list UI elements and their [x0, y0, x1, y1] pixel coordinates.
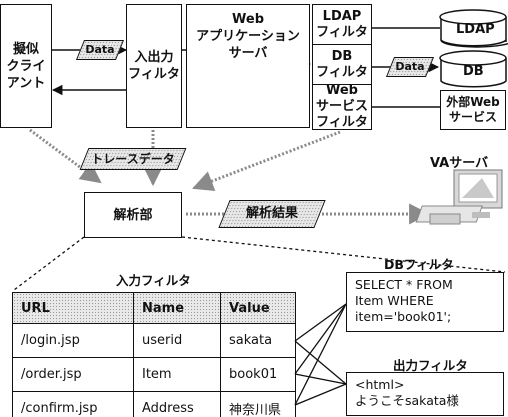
db-label: DB: [463, 64, 484, 79]
zoom-line-right: [181, 236, 506, 273]
cell-name: Address: [133, 391, 221, 417]
input-filter-table: URL Name Value /login.jsp userid sakata …: [12, 292, 296, 417]
pseudo-client-box: 擬似 クライ アント: [0, 4, 52, 128]
ldap-cylinder-icon: [439, 9, 508, 48]
analyzer-label: 解析部: [113, 207, 153, 223]
db-filter-label: DB フィルタ: [316, 49, 368, 80]
table-header-row: URL Name Value: [12, 292, 296, 324]
cell-value: 神奈川県: [220, 391, 296, 417]
data-flow-tag: Data: [75, 40, 125, 60]
ws-filter-box: Web サービス フィルタ: [312, 83, 372, 130]
web-app-server-label: Web アプリケーション サーバ: [196, 12, 300, 61]
trace-arrow-filters: [192, 130, 341, 192]
analysis-result-label: 解析結果: [245, 206, 298, 221]
cell-url: /login.jsp: [12, 323, 134, 358]
pseudo-client-label: 擬似 クライ アント: [6, 41, 46, 91]
trace-arrow-client: [29, 128, 102, 184]
external-web-service-box: 外部Web サービス: [440, 90, 506, 130]
link-book-db: [294, 303, 347, 375]
table-row: /confirm.jsp Address 神奈川県: [12, 391, 296, 417]
io-filter-label: 入出力 フィルタ: [128, 50, 180, 82]
zoom-line-left: [13, 236, 85, 291]
header-url: URL: [12, 292, 134, 324]
cell-url: /confirm.jsp: [12, 391, 134, 417]
external-web-service-label: 外部Web サービス: [446, 95, 500, 124]
link-kanagawa-db: [294, 303, 347, 406]
table-row: /login.jsp userid sakata: [12, 323, 296, 358]
data-flow-tag-2: Data: [385, 57, 435, 77]
analysis-result-tag: 解析結果: [218, 200, 326, 228]
trace-data-label: トレースデータ: [91, 152, 175, 166]
ldap-label: LDAP: [456, 22, 495, 37]
ldap-filter-label: LDAP フィルタ: [316, 9, 368, 40]
data-label-2: Data: [395, 60, 425, 73]
trace-data-tag: トレースデータ: [79, 148, 187, 170]
link-sakata-db: [294, 303, 347, 342]
db-cylinder-icon: [439, 50, 507, 88]
output-filter-title: 出力フィルタ: [393, 358, 468, 373]
link-book-out: [294, 373, 347, 385]
db-filter-code-box: SELECT * FROM Item WHERE item='book01';: [346, 272, 504, 332]
input-filter-title: 入力フィルタ: [116, 273, 191, 288]
cell-name: Item: [133, 357, 221, 392]
cell-url: /order.jsp: [12, 357, 134, 392]
ws-filter-label: Web サービス フィルタ: [315, 83, 368, 130]
output-filter-code: <html> ようこそsakata様: [355, 377, 459, 408]
db-filter-box: DB フィルタ: [312, 44, 372, 86]
cell-value: book01: [220, 357, 296, 392]
io-filter-box: 入出力 フィルタ: [126, 4, 182, 128]
va-server-label: VAサーバ: [430, 156, 489, 171]
link-sakata-out: [294, 340, 347, 385]
cell-name: userid: [133, 323, 221, 358]
db-filter-code: SELECT * FROM Item WHERE item='book01';: [355, 277, 453, 324]
ldap-filter-box: LDAP フィルタ: [312, 4, 372, 46]
link-kanagawa-out: [294, 383, 347, 406]
web-app-server-box: Web アプリケーション サーバ: [186, 4, 310, 128]
header-name: Name: [133, 292, 221, 324]
header-value: Value: [220, 292, 296, 324]
analyzer-box: 解析部: [84, 192, 182, 238]
output-filter-code-box: <html> ようこそsakata様: [346, 372, 504, 416]
data-label: Data: [85, 43, 115, 56]
cell-value: sakata: [220, 323, 296, 358]
table-row: /order.jsp Item book01: [12, 357, 296, 392]
db-filter-title: DBフィルタ: [384, 257, 454, 272]
computer-icon: [415, 169, 503, 225]
